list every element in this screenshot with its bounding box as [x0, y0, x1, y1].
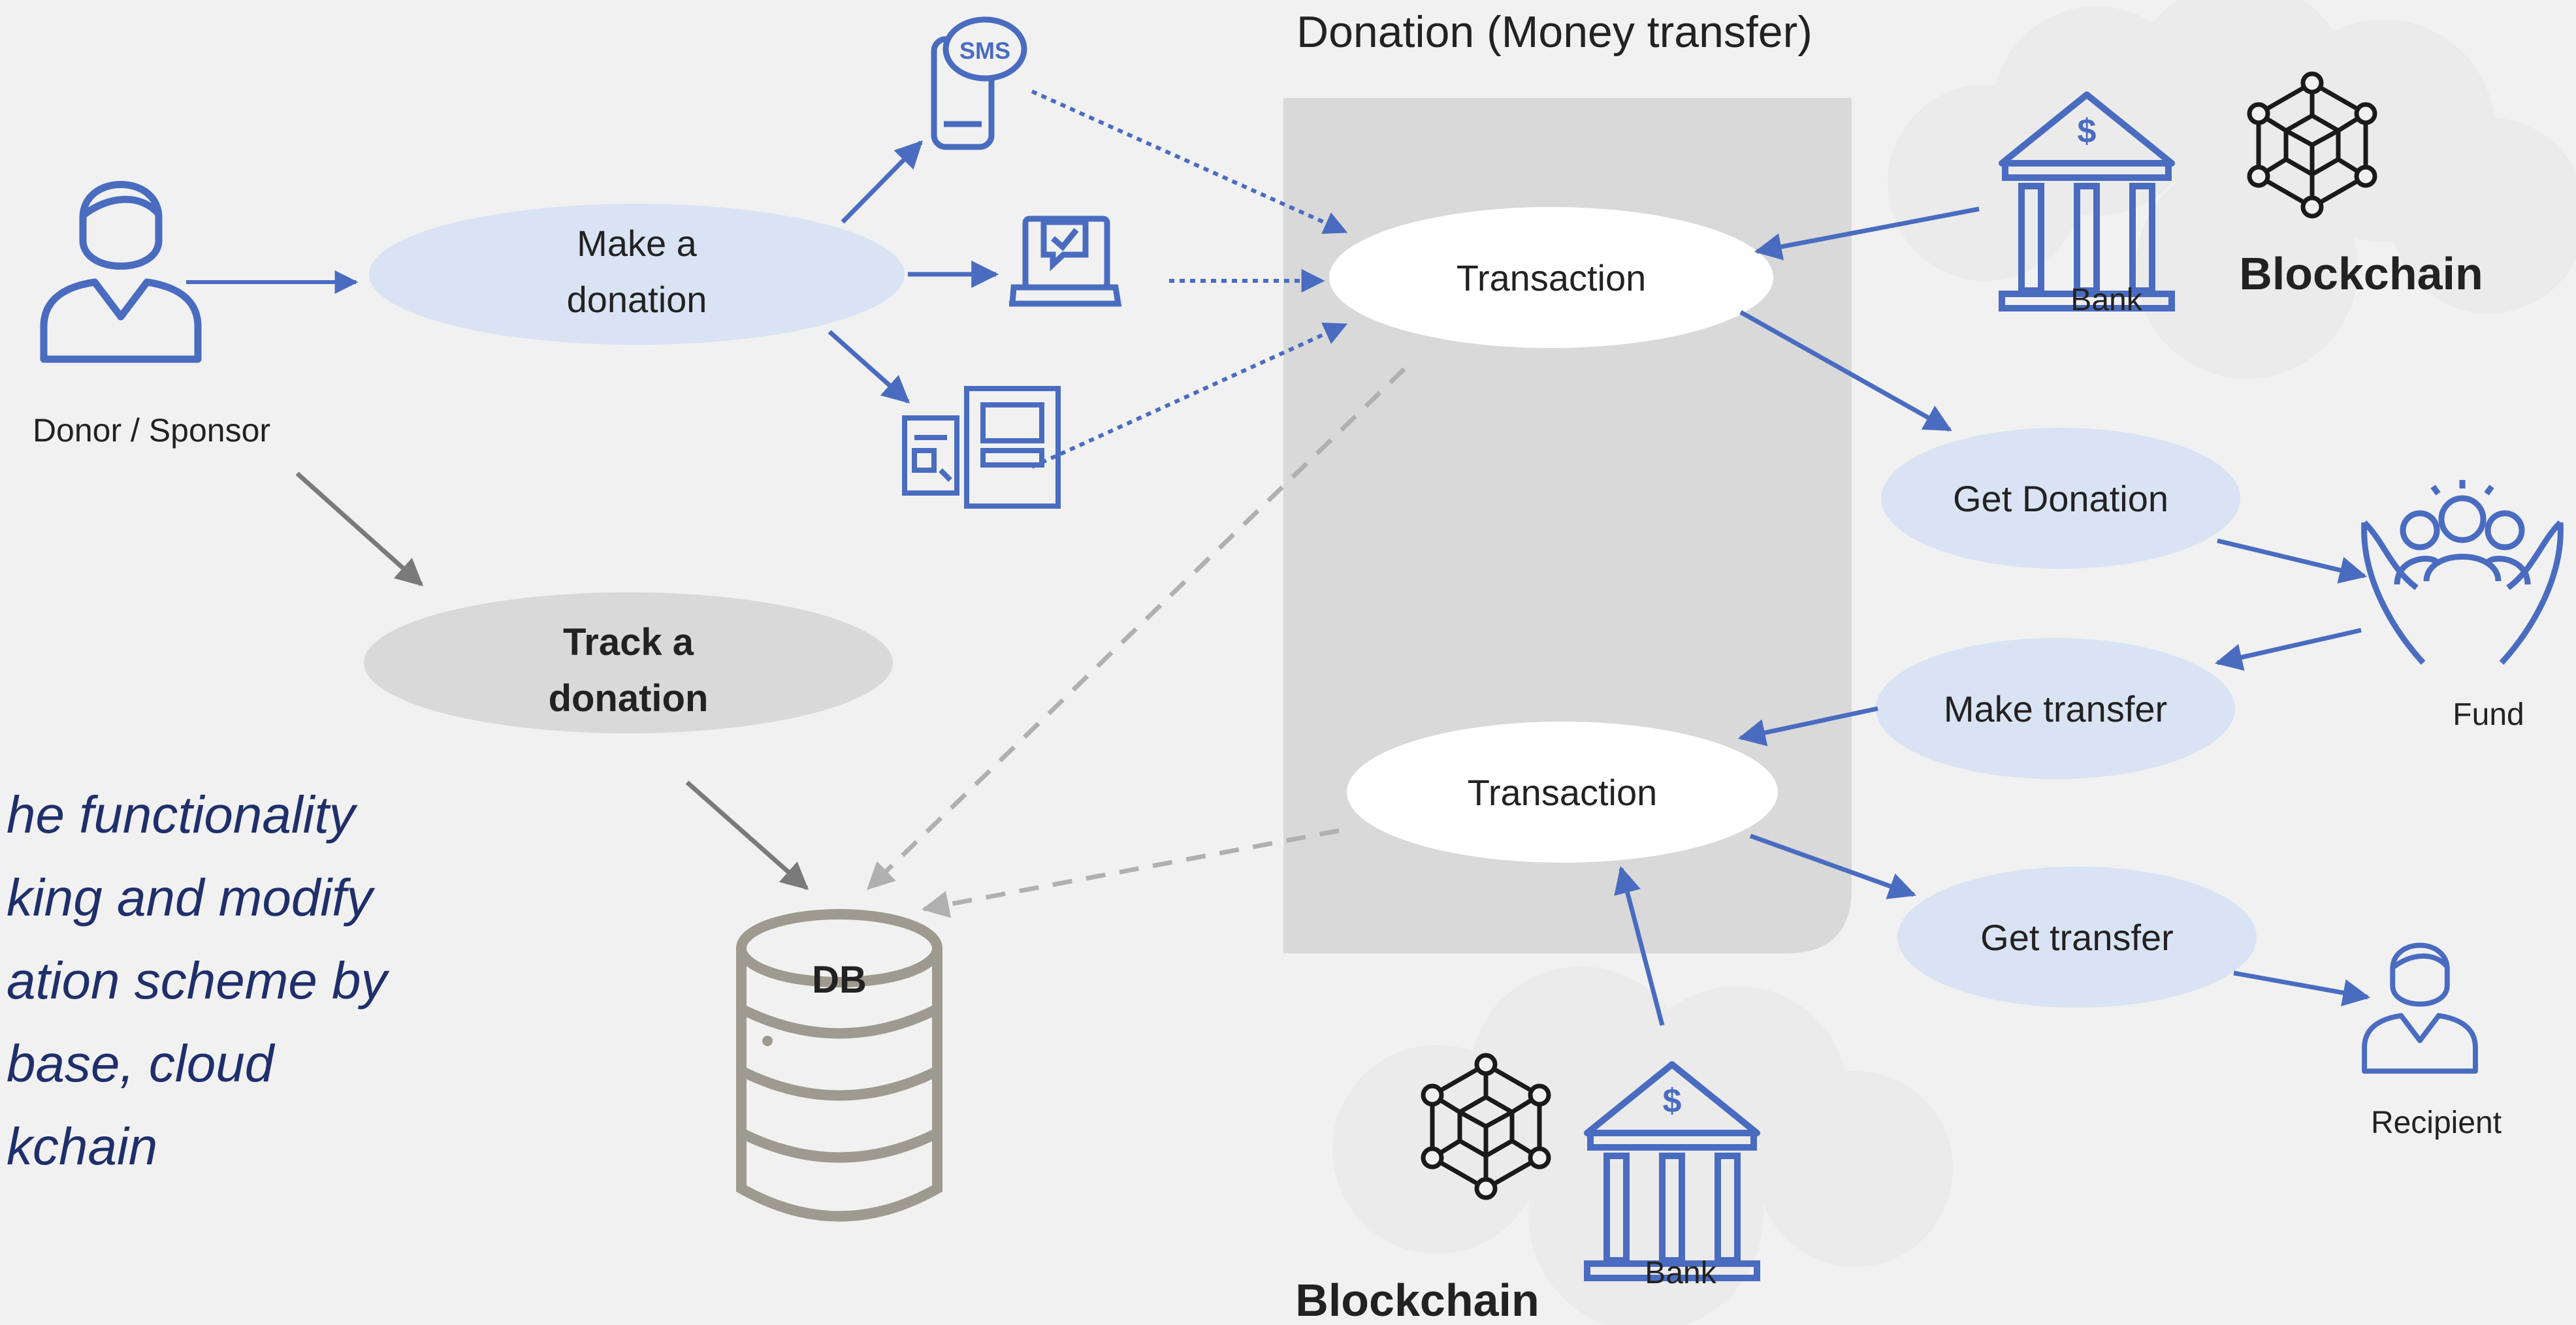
fund-label: Fund [2453, 697, 2524, 732]
make-donation-label-line2: donation [567, 279, 707, 320]
fund-hands-icon [2361, 480, 2564, 665]
caption-line-3: ation scheme by [7, 951, 391, 1010]
arrow-sms-to-transaction [1031, 89, 1348, 234]
transaction-top-node [1329, 207, 1773, 348]
arrow-bank-to-transaction-bottom [1614, 865, 1665, 1026]
get-transfer-label: Get transfer [1980, 917, 2174, 958]
arrow-kiosk-to-transaction [1031, 323, 1348, 469]
arrow-fund-to-make-transfer [2214, 628, 2362, 671]
caption-line-1: he functionality [7, 786, 359, 844]
laptop-icon [1009, 216, 1122, 307]
transaction-top-label: Transaction [1457, 257, 1647, 298]
bank-top-label: Bank [2070, 283, 2142, 317]
arrow-to-sms [841, 140, 923, 224]
arrow-to-kiosk [828, 330, 910, 404]
recipient-label: Recipient [2371, 1106, 2502, 1140]
sms-label: SMS [959, 37, 1010, 64]
arrow-donor-to-track [295, 471, 424, 586]
kiosk-icon [902, 386, 1061, 509]
arrow-track-to-db [685, 780, 809, 890]
arrow-get-donation-to-fund [2217, 538, 2368, 584]
caption-line-2: king and modify [7, 869, 376, 927]
recipient-person-icon [2364, 946, 2475, 1072]
arrow-make-transfer-to-transaction [1737, 706, 1878, 746]
cloud-top-right [1888, 0, 2576, 379]
blockchain-top-label: Blockchain [2239, 248, 2483, 299]
caption-text: he functionality king and modify ation s… [7, 786, 391, 1175]
get-donation-label: Get Donation [1953, 478, 2168, 519]
donor-label: Donor / Sponsor [33, 412, 270, 449]
track-donation-node [364, 592, 893, 733]
diagram-title: Donation (Money transfer) [1296, 7, 1812, 57]
transaction-bottom-label: Transaction [1468, 772, 1658, 813]
db-label: DB [812, 959, 867, 1001]
donor-person-icon [44, 185, 198, 360]
bank-bottom-label: Bank [1645, 1256, 1716, 1290]
phone-sms-icon: SMS [931, 16, 1027, 150]
make-transfer-node [1876, 638, 2235, 779]
blockchain-bottom-label: Blockchain [1295, 1275, 1539, 1325]
make-transfer-label: Make transfer [1944, 688, 2167, 729]
track-donation-label-line2: donation [549, 677, 709, 720]
dashed-transaction-bottom-to-db [921, 828, 1340, 918]
make-donation-label-line1: Make a [577, 223, 697, 264]
arrow-transaction-to-get-donation [1739, 310, 1952, 432]
get-donation-node [1881, 428, 2240, 569]
make-donation-node [369, 204, 905, 345]
caption-line-5: kchain [7, 1117, 157, 1175]
arrow-get-transfer-to-recipient [2233, 970, 2371, 1006]
track-donation-label-line1: Track a [563, 621, 694, 663]
database-icon [736, 909, 942, 1222]
get-transfer-node [1897, 867, 2257, 1008]
caption-line-4: base, cloud [7, 1034, 276, 1093]
transaction-bottom-node [1347, 722, 1778, 863]
arrow-transaction-to-get-transfer [1749, 833, 1916, 899]
dashed-transaction-top-to-db [866, 367, 1406, 890]
arrow-bank-to-transaction-top [1754, 206, 1980, 261]
